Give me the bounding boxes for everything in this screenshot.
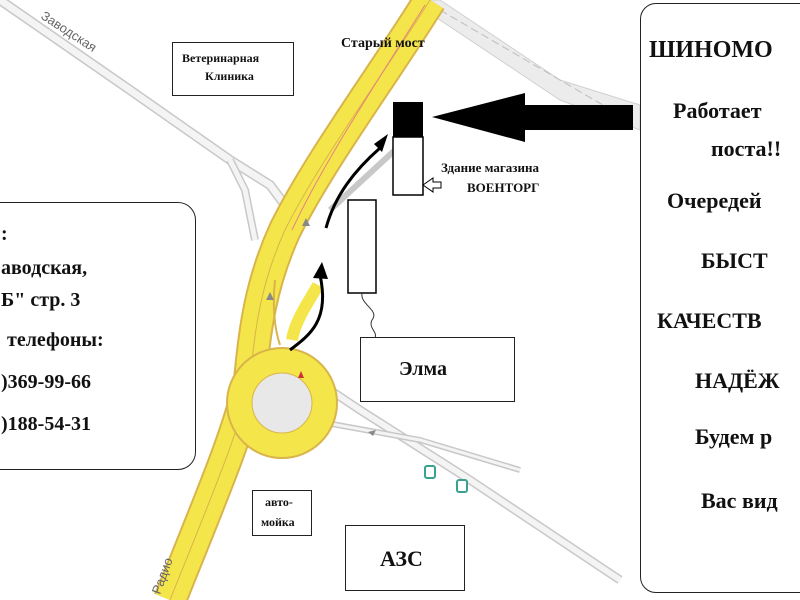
contact-phone-2: )188-54-31 <box>1 413 91 435</box>
elma-box: Элма <box>360 337 515 402</box>
ramp <box>286 282 324 342</box>
contact-box: : аводская, Б" стр. 3 телефоны: )369-99-… <box>0 202 196 470</box>
carwash-line1: авто- <box>265 495 293 509</box>
route-arrow-2-head-icon <box>374 134 388 152</box>
carwash-line2: мойка <box>261 515 295 529</box>
ad-line1: Работает <box>673 98 762 123</box>
ad-line7: Будем р <box>695 424 773 449</box>
side-street-bottom-inner <box>298 367 622 583</box>
route-arrow-head-icon <box>313 262 328 279</box>
big-arrow-icon <box>432 93 633 142</box>
ad-line4: БЫСТ <box>701 248 768 273</box>
ad-box: ШИНОМО Работает поста!! Очередей БЫСТ КА… <box>640 3 800 593</box>
railway-track <box>439 9 621 116</box>
road-arrow-icon-red <box>298 371 304 378</box>
contact-phones-label: телефоны: <box>7 329 104 351</box>
ramp-edge <box>272 279 281 346</box>
road-arrow-icon <box>368 430 376 436</box>
side-street-right <box>327 147 398 213</box>
vet-clinic-box: Ветеринарная Клиника <box>172 42 294 96</box>
vet-clinic-line1: Ветеринарная <box>182 51 260 65</box>
contact-address-line1: аводская, <box>1 257 88 279</box>
contact-line1: : <box>1 223 8 245</box>
main-road-divider <box>169 0 431 600</box>
ad-line2: поста!! <box>711 136 782 161</box>
roundabout <box>228 349 336 457</box>
contact-phone-1: )369-99-66 <box>1 371 91 393</box>
road-arrow-icon <box>266 292 274 300</box>
store-building-top <box>393 102 423 137</box>
elma-building <box>347 199 377 294</box>
zavodskaya-street-inner <box>0 0 288 208</box>
side-street-bottom2-inner <box>309 418 521 472</box>
side-street-left-inner <box>227 158 258 241</box>
bus-stop-icon <box>424 465 436 479</box>
gas-station-box: АЗС <box>345 525 465 591</box>
elma-label: Элма <box>399 358 448 380</box>
store-building <box>392 136 424 196</box>
contact-address-line2: Б" стр. 3 <box>1 289 81 311</box>
gas-station-label: АЗС <box>380 546 423 571</box>
carwash-box: авто- мойка <box>252 490 312 536</box>
route-arrow <box>289 274 325 352</box>
route-arrow-2 <box>324 146 381 229</box>
ad-title: ШИНОМО <box>649 37 773 63</box>
roundabout-island <box>251 372 313 434</box>
store-label-line1: Здание магазина <box>441 160 539 175</box>
ad-line6: НАДЁЖ <box>695 368 780 393</box>
bus-stop-icon <box>456 479 468 493</box>
ad-line3: Очередей <box>667 188 762 213</box>
old-bridge-label: Старый мост <box>341 36 425 51</box>
store-pointer-icon <box>422 177 442 193</box>
ad-line5: КАЧЕСТВ <box>657 308 762 333</box>
vet-clinic-line2: Клиника <box>205 69 254 83</box>
road-center-red-line <box>291 4 426 231</box>
store-label-line2: ВОЕНТОРГ <box>467 180 540 195</box>
road-arrow-icon <box>302 218 310 226</box>
ad-line8: Вас вид <box>701 488 778 513</box>
elma-leader-line <box>361 292 377 339</box>
